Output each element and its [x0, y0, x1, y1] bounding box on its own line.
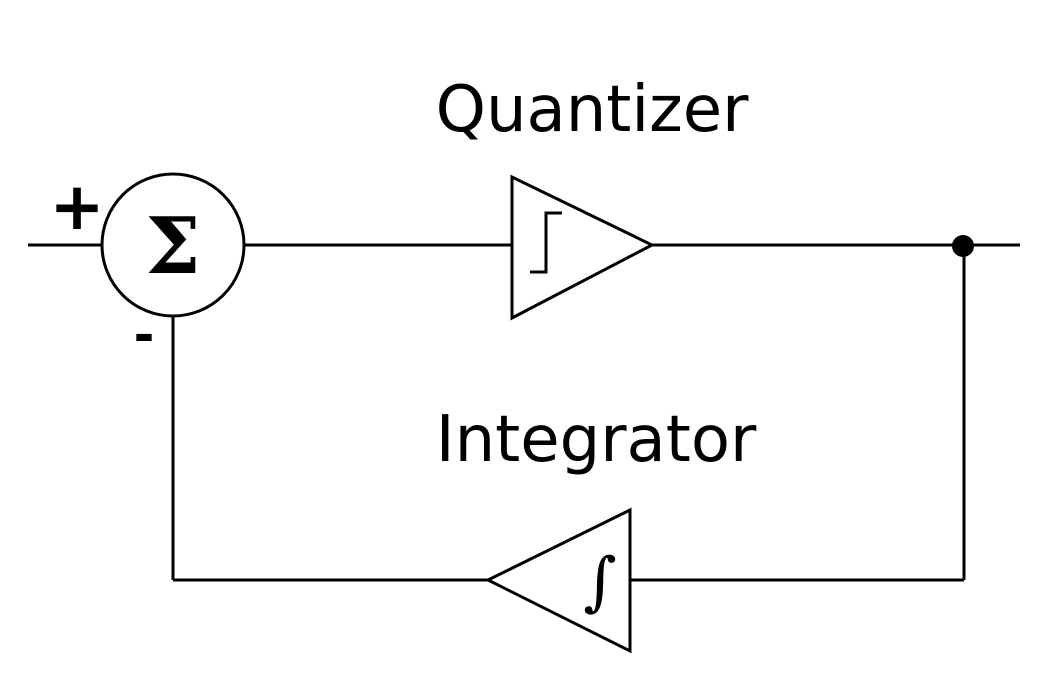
summing-circle [100, 172, 246, 318]
minus-sign: - [134, 306, 155, 364]
quantizer-label: Quantizer [436, 73, 750, 147]
plus-sign: + [49, 168, 104, 245]
sigma-symbol: Σ [145, 201, 200, 292]
summing-junction: Σ [100, 172, 246, 318]
quantizer-block [510, 174, 656, 321]
integral-icon: ∫ [583, 545, 616, 619]
integrator-block: ∫ [484, 507, 632, 654]
junction-dot [952, 235, 974, 257]
quantizer-triangle [510, 174, 656, 321]
integrator-label: Integrator [436, 403, 757, 477]
step-function-icon [530, 211, 562, 274]
integrator-triangle [484, 507, 632, 654]
